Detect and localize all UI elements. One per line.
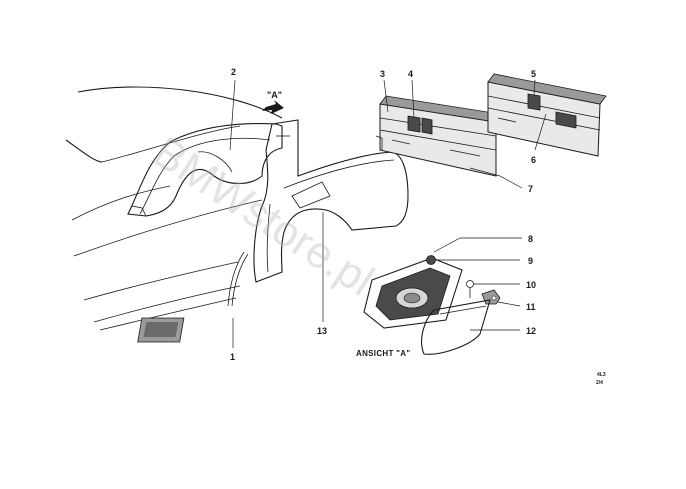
callout-10: 10 bbox=[526, 280, 536, 290]
callout-13: 13 bbox=[317, 326, 327, 336]
car-body-outline bbox=[65, 86, 283, 331]
wheel-arch-panel bbox=[127, 122, 283, 217]
callout-6: 6 bbox=[531, 155, 536, 165]
callout-5: 5 bbox=[531, 69, 536, 79]
callout-7: 7 bbox=[528, 184, 533, 194]
view-caption: ANSICHT "A" bbox=[356, 349, 410, 358]
leader-lines bbox=[229, 79, 547, 348]
callout-8: 8 bbox=[528, 234, 533, 244]
callouts: 2 3 4 5 6 7 8 9 10 11 12 13 1 bbox=[230, 67, 536, 362]
callout-2: 2 bbox=[231, 67, 236, 77]
callout-11: 11 bbox=[526, 302, 536, 312]
callout-4: 4 bbox=[408, 69, 413, 79]
page-reference: 2/4 bbox=[596, 380, 603, 386]
rear-panel-right bbox=[487, 73, 607, 157]
screw bbox=[466, 280, 474, 298]
reference-code: 4L3 bbox=[597, 372, 606, 378]
callout-1: 1 bbox=[230, 352, 235, 362]
view-a-arrow bbox=[262, 100, 284, 114]
sealing-pad bbox=[137, 317, 185, 343]
callout-3: 3 bbox=[380, 69, 385, 79]
rear-panel-left bbox=[375, 95, 501, 177]
callout-9: 9 bbox=[528, 256, 533, 266]
hinge bbox=[481, 289, 501, 305]
filler-flap bbox=[421, 299, 491, 355]
callout-12: 12 bbox=[526, 326, 536, 336]
grommet bbox=[426, 255, 436, 265]
view-a-label: "A" bbox=[267, 90, 282, 100]
